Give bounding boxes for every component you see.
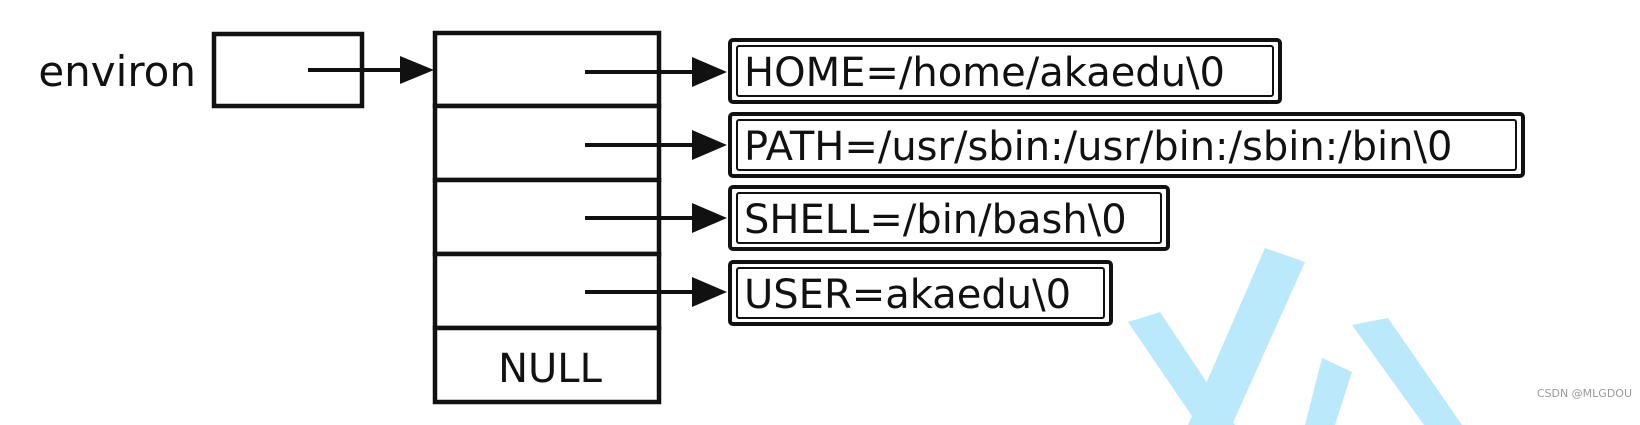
env-string-path: PATH=/usr/sbin:/usr/bin:/sbin:/bin\0: [728, 112, 1525, 178]
svg-text:USER=akaedu\0: USER=akaedu\0: [744, 272, 1071, 318]
svg-text:SHELL=/bin/bash\0: SHELL=/bin/bash\0: [744, 197, 1127, 243]
env-string-user: USER=akaedu\0: [728, 260, 1113, 326]
pointer-array: [432, 30, 662, 405]
watermark-shape: [1128, 248, 1462, 425]
svg-text:HOME=/home/akaedu\0: HOME=/home/akaedu\0: [744, 50, 1225, 96]
environ-label: environ: [38, 47, 196, 96]
array-cell-null: [432, 325, 662, 405]
string-arrows: [585, 57, 727, 307]
watermark-text: CSDN @MLGDOU: [1537, 387, 1632, 400]
environ-arrow: [308, 56, 434, 84]
env-string-shell: SHELL=/bin/bash\0: [728, 185, 1170, 251]
svg-text:PATH=/usr/sbin:/usr/bin:/sbin:: PATH=/usr/sbin:/usr/bin:/sbin:/bin\0: [744, 124, 1452, 170]
null-label: NULL: [498, 346, 602, 392]
env-string-home: HOME=/home/akaedu\0: [728, 38, 1282, 104]
array-cell: [432, 30, 662, 109]
